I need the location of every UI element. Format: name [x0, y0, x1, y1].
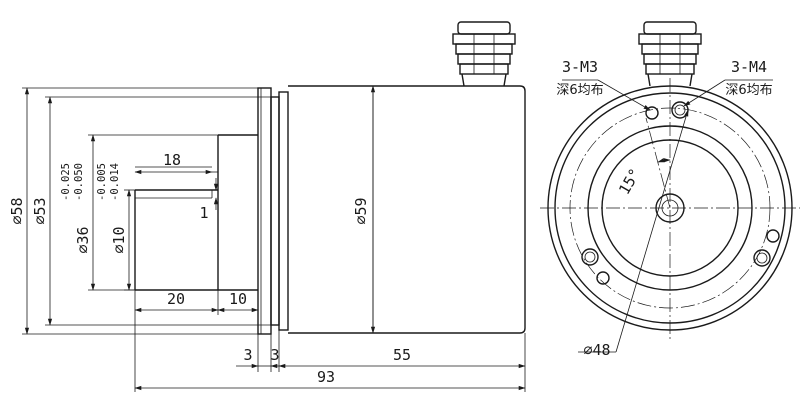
- front-cable-gland: [638, 21, 702, 87]
- body-outline: [288, 85, 526, 334]
- length-dimension-lines: [134, 307, 526, 391]
- diameter-10-label: ⌀10: [110, 226, 128, 253]
- body-length-label: 55: [393, 346, 411, 364]
- bolt-circle-label: ⌀48: [583, 341, 610, 359]
- m3-thread-label: 3-M3: [562, 58, 598, 76]
- m4-depth-label: 深6均布: [725, 83, 772, 98]
- flange-thickness-label-2: 3: [270, 346, 279, 364]
- angle-arc: [657, 158, 671, 163]
- angle-label: 15°: [615, 165, 644, 197]
- m3-holes: [596, 106, 780, 285]
- d10-lower-tolerance: -0.014: [109, 163, 121, 201]
- d10-upper-tolerance: -0.005: [96, 163, 108, 201]
- flange-outline: [257, 87, 289, 335]
- shaft-outline: [134, 189, 218, 291]
- overall-length-label: 93: [317, 368, 335, 386]
- side-view: ⌀58 ⌀53 ⌀36 ⌀10 ⌀59 -0.025 -0.050 -0.005…: [8, 21, 526, 392]
- diameter-dimension-lines: [24, 85, 376, 335]
- keyway-dimension-lines: [134, 169, 219, 210]
- diameter-36-label: ⌀36: [74, 226, 92, 253]
- keyway-length-label: 18: [163, 151, 181, 169]
- d36-lower-tolerance: -0.050: [73, 163, 85, 201]
- spigot-length-label: 10: [229, 290, 247, 308]
- diameter-59-label: ⌀59: [352, 197, 370, 224]
- front-view: 3-M3 深6均布 3-M4 深6均布 15° ⌀48: [540, 21, 800, 359]
- diameter-53-label: ⌀53: [31, 197, 49, 224]
- flat-depth-label: 1: [199, 204, 208, 222]
- d36-upper-tolerance: -0.025: [60, 163, 72, 201]
- diameter-58-label: ⌀58: [8, 197, 26, 224]
- leader-lines: [562, 79, 773, 353]
- shaft-length-label: 20: [167, 290, 185, 308]
- flange-thickness-label-1: 3: [243, 346, 252, 364]
- spigot-outline: [217, 134, 258, 291]
- front-center-lines: [540, 78, 800, 340]
- cable-gland: [452, 21, 516, 87]
- m3-depth-label: 深6均布: [556, 83, 603, 98]
- m4-thread-label: 3-M4: [731, 58, 767, 76]
